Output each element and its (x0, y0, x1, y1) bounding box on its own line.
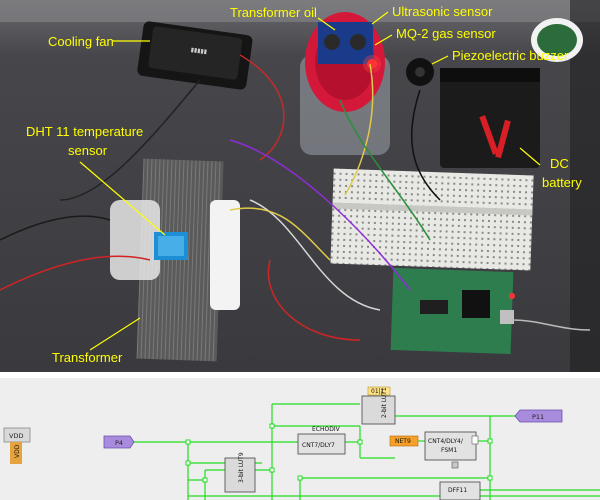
p4-input-port[interactable]: P4 (103, 435, 135, 449)
lut-top-block[interactable]: 01|1 2-bit LUT1 (361, 386, 396, 425)
label-dht11-line2: sensor (68, 143, 108, 158)
lut-mid-label: 3-bit LUT9 (238, 452, 245, 483)
label-dc-line1: DC (550, 156, 569, 171)
label-ultrasonic-sensor: Ultrasonic sensor (392, 4, 493, 19)
cnt4-label-line1: CNT4/DLY4/ (428, 438, 464, 445)
lut-mid-block[interactable]: 3-bit LUT9 (224, 452, 256, 493)
cnt4-dly4-fsm1-block[interactable]: CNT4/DLY4/ FSM1 (424, 431, 479, 469)
label-dht11-line1: DHT 11 temperature (26, 124, 143, 139)
microcontroller-board (390, 267, 515, 355)
photo-labels: Cooling fan Transformer oil Ultrasonic s… (26, 4, 582, 365)
hardware-photo: ▮▮▮▮▮ (0, 0, 600, 372)
lut-top-tag: 01|1 (371, 388, 385, 395)
schematic-junctions (185, 423, 493, 483)
p11-output-port[interactable]: P11 (514, 409, 563, 423)
dff11-block[interactable]: DFF11 (439, 481, 481, 500)
label-transformer-oil: Transformer oil (230, 5, 317, 20)
net9-label: NET9 (395, 438, 411, 445)
transformer-core (110, 158, 240, 362)
net9-tag[interactable]: NET9 (389, 435, 419, 447)
dc-battery (440, 18, 583, 168)
schematic-panel: VDD VDD P4 ECHODIV CNT7/DLY7 01|1 2-bit … (0, 378, 600, 500)
schematic-wires (130, 403, 600, 500)
label-piezo-buzzer: Piezoelectric buzzer (452, 48, 569, 63)
cooling-fan: ▮▮▮▮▮ (137, 21, 253, 90)
echodiv-label: ECHODIV (312, 426, 341, 433)
p4-label: P4 (115, 439, 123, 447)
p11-label: P11 (532, 413, 544, 421)
wiring (0, 54, 591, 341)
callout-lines (79, 11, 541, 351)
dff-label: DFF11 (448, 487, 467, 494)
vdd-block[interactable]: VDD VDD (3, 427, 31, 464)
vdd-pin-label: VDD (14, 444, 21, 458)
ultrasonic-sensor-board (318, 22, 381, 73)
label-cooling-fan: Cooling fan (48, 34, 114, 49)
cnt7-dly7-block[interactable]: CNT7/DLY7 (297, 433, 346, 455)
cnt7-label: CNT7/DLY7 (302, 442, 335, 449)
label-transformer: Transformer (52, 350, 123, 365)
vdd-label: VDD (9, 432, 23, 440)
label-dc-line2: battery (542, 175, 582, 190)
breadboard (330, 168, 534, 271)
cnt4-label-line2: FSM1 (441, 447, 457, 454)
piezo-buzzer (406, 58, 434, 86)
label-mq2-gas-sensor: MQ-2 gas sensor (396, 26, 496, 41)
svg-text:▮▮▮▮▮: ▮▮▮▮▮ (190, 46, 207, 55)
lut-top-label: 2-bit LUT1 (381, 387, 388, 418)
panel-divider (0, 372, 600, 378)
